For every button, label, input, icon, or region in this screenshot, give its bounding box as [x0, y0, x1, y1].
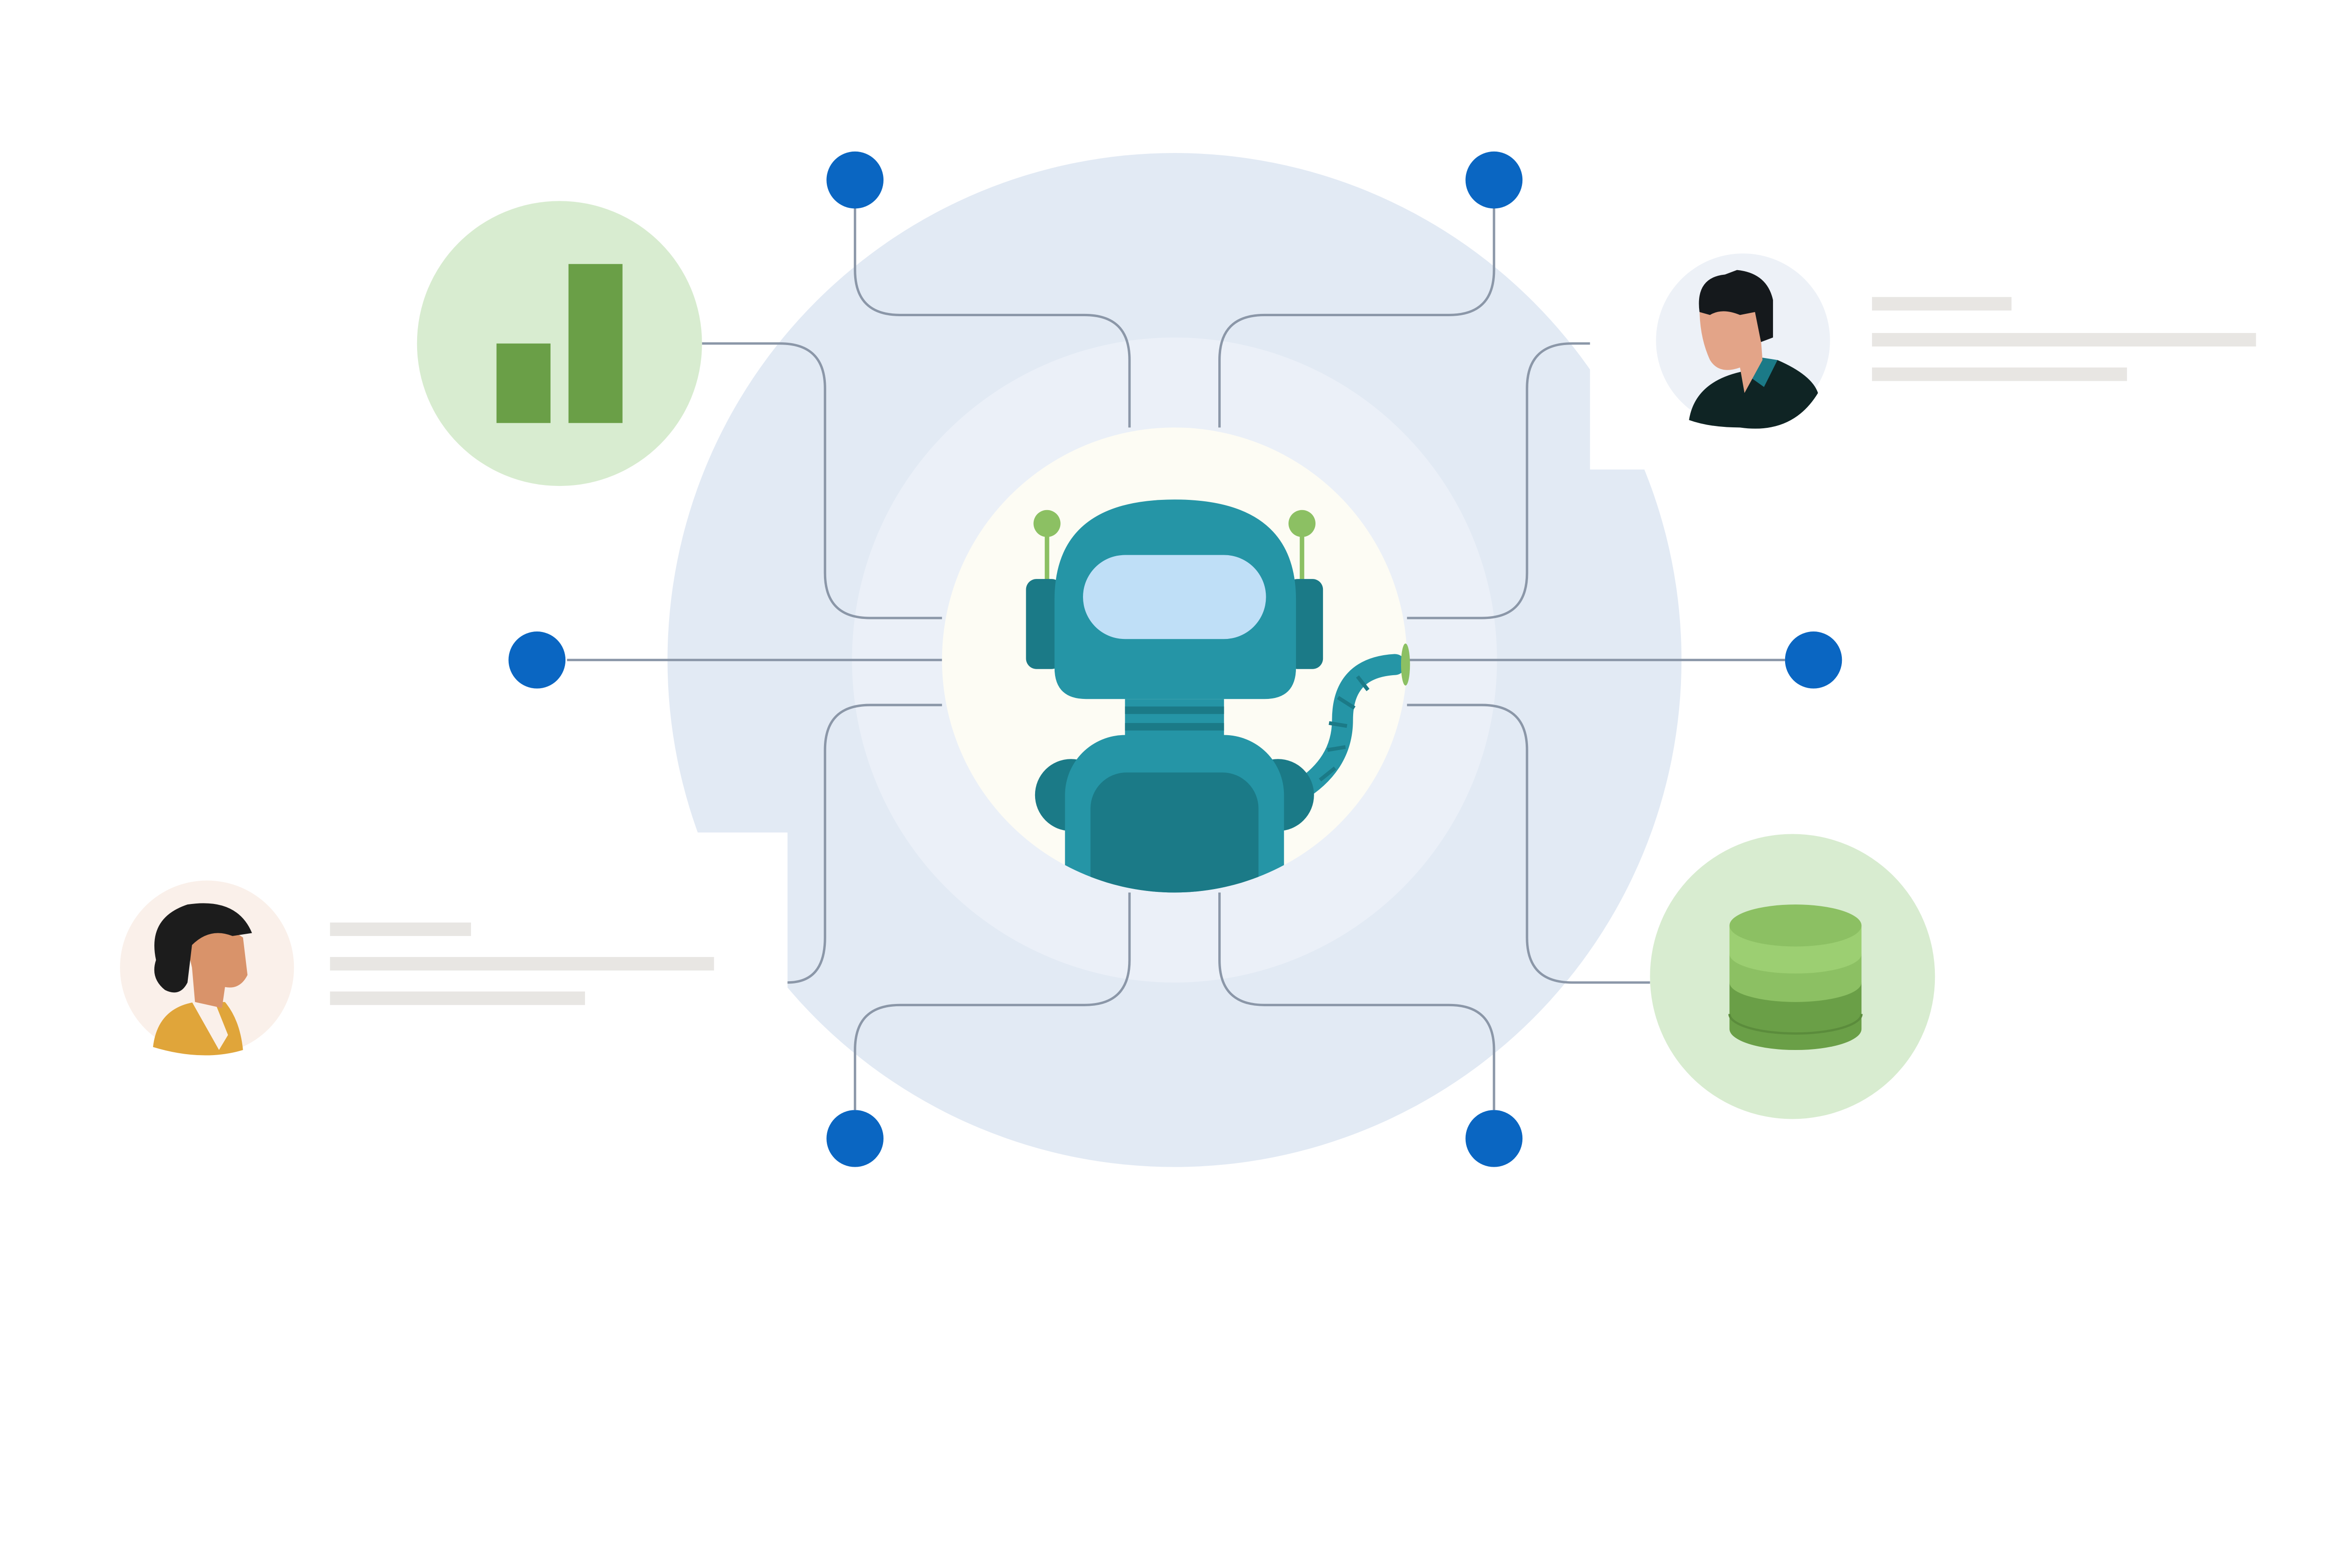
antenna-left — [1033, 510, 1061, 537]
connector-lines — [567, 180, 1785, 1110]
ai-hub-illustration — [120, 151, 2256, 1167]
connection-dot-icon — [1785, 631, 1842, 689]
robot-chest — [1090, 772, 1259, 893]
bar-tall — [568, 264, 623, 423]
connection-dot-icon — [826, 1110, 884, 1167]
robot-tail — [1287, 654, 1406, 803]
cutout-bottom-left — [660, 832, 788, 998]
connection-dot-icon — [1465, 1110, 1523, 1167]
man-avatar-icon — [1656, 253, 1830, 429]
robot-visor — [1083, 555, 1266, 639]
antenna-right — [1288, 510, 1316, 537]
robot-icon — [1026, 499, 1410, 893]
woman-text-placeholder — [330, 922, 714, 1005]
connection-dot-icon — [826, 151, 884, 209]
connection-dot-icon — [508, 631, 566, 689]
database-icon — [1650, 834, 1935, 1119]
robot-neck — [1125, 699, 1224, 738]
robot-ear-left — [1026, 579, 1062, 669]
bar-short — [496, 343, 551, 423]
connection-dot-icon — [1465, 151, 1523, 209]
man-text-placeholder — [1872, 297, 2256, 381]
woman-avatar-icon — [120, 880, 294, 1056]
robot-plug — [1401, 643, 1410, 686]
bar-chart-icon — [417, 201, 702, 486]
connection-dots — [508, 151, 1842, 1167]
